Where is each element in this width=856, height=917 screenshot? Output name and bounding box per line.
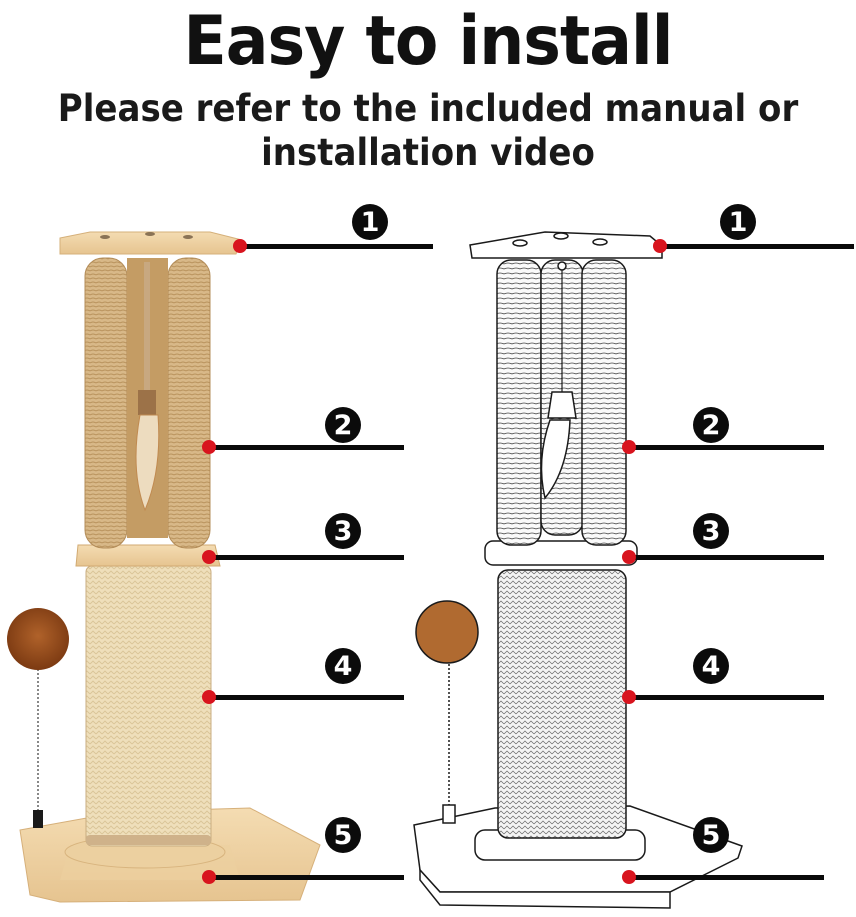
callout-badge-2: 2 xyxy=(325,407,361,443)
subtitle-line-1: Please refer to the included manual or xyxy=(57,87,799,130)
leader-line-2 xyxy=(215,445,404,450)
leader-line-1 xyxy=(246,244,433,249)
callout-badge-4: 4 xyxy=(325,648,361,684)
leader-line-3 xyxy=(635,555,824,560)
leader-line-2 xyxy=(635,445,824,450)
callout-dot-3 xyxy=(622,550,636,564)
page-subtitle: Please refer to the included manual or i… xyxy=(34,87,822,175)
callout-dot-1 xyxy=(233,239,247,253)
callout-badge-2: 2 xyxy=(693,407,729,443)
callout-badge-1: 1 xyxy=(720,204,756,240)
callout-badge-3: 3 xyxy=(325,513,361,549)
leader-line-4 xyxy=(215,695,404,700)
page-title: Easy to install xyxy=(183,2,673,81)
callout-badge-4: 4 xyxy=(693,648,729,684)
leader-line-5 xyxy=(215,875,404,880)
leader-line-5 xyxy=(635,875,824,880)
callout-dot-5 xyxy=(622,870,636,884)
callout-badge-3: 3 xyxy=(693,513,729,549)
callout-dot-2 xyxy=(622,440,636,454)
photo-cat-post xyxy=(7,231,321,903)
callout-dot-3 xyxy=(202,550,216,564)
callout-dot-1 xyxy=(653,239,667,253)
callout-dot-4 xyxy=(202,690,216,704)
callout-dot-5 xyxy=(202,870,216,884)
callout-badge-5: 5 xyxy=(693,817,729,853)
subtitle-line-2: installation video xyxy=(261,131,595,174)
sketch-cat-post xyxy=(413,231,743,909)
callout-badge-5: 5 xyxy=(325,817,361,853)
callout-dot-4 xyxy=(622,690,636,704)
callout-badge-1: 1 xyxy=(352,204,388,240)
leader-line-1 xyxy=(666,244,854,249)
leader-line-4 xyxy=(635,695,824,700)
leader-line-3 xyxy=(215,555,404,560)
callout-dot-2 xyxy=(202,440,216,454)
